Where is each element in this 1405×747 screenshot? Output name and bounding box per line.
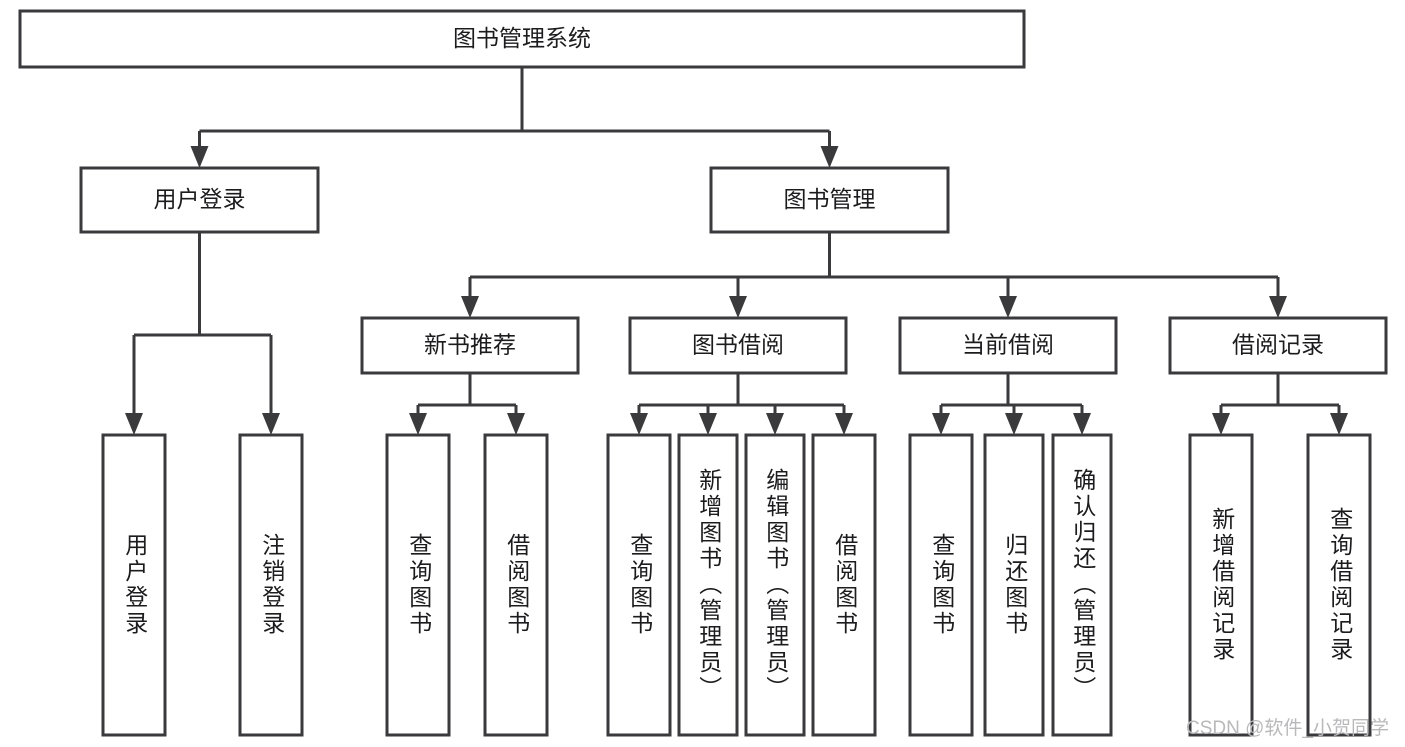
arrow-head-icon-leaf-5 xyxy=(699,413,717,435)
arrow-head-icon-leaf-6 xyxy=(766,413,784,435)
node-label-level3-0: 新书推荐 xyxy=(424,332,516,358)
arrow-head-icon-leaf-2 xyxy=(409,413,427,435)
arrow-head-icon-leaf-9 xyxy=(1005,413,1023,435)
node-box-leaf-3[interactable] xyxy=(483,433,549,737)
connectors-layer xyxy=(125,67,1348,435)
node-box-leaf-7[interactable] xyxy=(811,433,877,737)
node-box-leaf-8[interactable] xyxy=(908,433,974,737)
node-label-level3-1: 图书借阅 xyxy=(692,332,784,358)
arrow-head-icon-leaf-4 xyxy=(630,413,648,435)
node-label-level2-0: 用户登录 xyxy=(154,186,246,212)
node-label-root: 图书管理系统 xyxy=(453,25,591,51)
arrow-head-icon-level3-2 xyxy=(999,296,1017,318)
node-box-leaf-1[interactable] xyxy=(238,433,304,737)
arrow-head-icon-leaf-1 xyxy=(262,413,280,435)
node-box-level3-1[interactable] xyxy=(628,316,848,375)
node-box-level2-1[interactable] xyxy=(709,166,950,234)
node-box-level3-3[interactable] xyxy=(1168,316,1388,375)
arrow-head-icon-level2-1 xyxy=(820,146,839,168)
arrow-head-icon-leaf-10 xyxy=(1073,413,1091,435)
boxes-layer xyxy=(18,9,1388,737)
arrow-head-icon-level3-1 xyxy=(729,296,747,318)
arrow-head-icon-leaf-8 xyxy=(932,413,950,435)
node-box-leaf-10[interactable] xyxy=(1051,433,1113,737)
node-label-level2-1: 图书管理 xyxy=(784,186,876,212)
arrow-head-icon-leaf-3 xyxy=(507,413,525,435)
arrow-head-icon-leaf-12 xyxy=(1330,413,1348,435)
node-box-leaf-2[interactable] xyxy=(385,433,451,737)
node-box-leaf-12[interactable] xyxy=(1306,433,1372,737)
watermark-text: CSDN @软件_小贺同学 xyxy=(1186,718,1389,739)
arrow-head-icon-level2-0 xyxy=(190,146,209,168)
arrow-head-icon-level3-3 xyxy=(1269,296,1287,318)
arrow-head-icon-leaf-11 xyxy=(1212,413,1230,435)
node-box-leaf-6[interactable] xyxy=(744,433,806,737)
node-box-level3-2[interactable] xyxy=(898,316,1118,375)
node-box-level3-0[interactable] xyxy=(360,316,580,375)
arrow-head-icon-leaf-7 xyxy=(835,413,853,435)
node-box-leaf-5[interactable] xyxy=(677,433,739,737)
node-box-level2-0[interactable] xyxy=(79,166,320,234)
node-box-leaf-4[interactable] xyxy=(606,433,672,737)
node-label-level3-3: 借阅记录 xyxy=(1232,332,1324,358)
node-label-level3-2: 当前借阅 xyxy=(962,332,1054,358)
arrow-head-icon-leaf-0 xyxy=(125,413,143,435)
node-box-leaf-9[interactable] xyxy=(983,433,1045,737)
node-box-leaf-0[interactable] xyxy=(101,433,167,737)
node-box-root[interactable] xyxy=(18,9,1026,69)
node-box-leaf-11[interactable] xyxy=(1188,433,1254,737)
arrow-head-icon-level3-0 xyxy=(461,296,479,318)
